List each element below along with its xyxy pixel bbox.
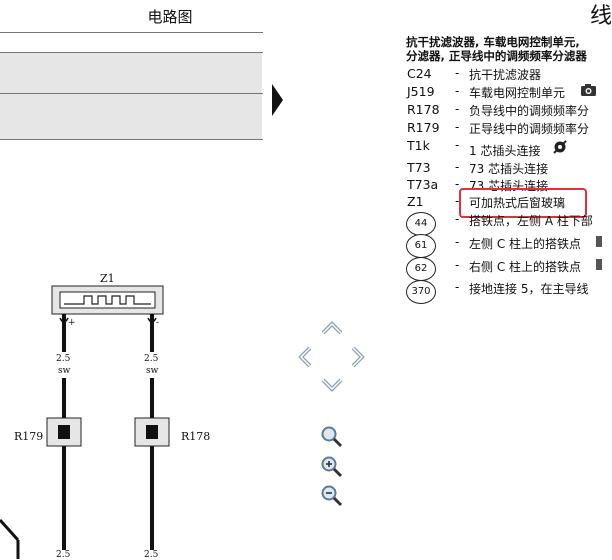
page-title: 电路图 xyxy=(147,8,193,26)
legend-heading-line1: 抗干扰滤波器, 车载电网控制单元, xyxy=(406,35,580,49)
legend-heading: 抗干扰滤波器, 车载电网控制单元, 分滤器, 正导线中的调频频率分滤器 xyxy=(406,35,602,63)
nav-right-icon[interactable] xyxy=(351,346,365,368)
z1-label: Z1 xyxy=(100,272,115,285)
ground-desc: 搭铁点，左侧 A 柱下部 xyxy=(469,214,593,228)
camera-icon[interactable] xyxy=(596,259,602,270)
ground-badge: 62 xyxy=(406,257,436,281)
legend-desc: 正导线中的调频频率分 xyxy=(469,122,590,136)
legend-desc-highlighted: 可加热式后窗玻璃 xyxy=(469,196,566,210)
divider-1 xyxy=(0,52,263,53)
legend-code: T1k xyxy=(407,138,430,153)
legend-code: J519 xyxy=(407,84,435,99)
legend-heading-line2: 分滤器, 正导线中的调频频率分滤器 xyxy=(406,49,587,63)
legend-desc: 1 芯插头连接 xyxy=(469,144,541,158)
legend-desc: 车载电网控制单元 xyxy=(469,86,566,100)
legend-code: T73a xyxy=(407,177,439,192)
legend-code: Z1 xyxy=(407,194,424,209)
camera-icon[interactable] xyxy=(596,236,602,247)
legend-code: C24 xyxy=(407,66,432,81)
ground-badge: 44 xyxy=(406,212,436,236)
legend-desc: 73 芯插头连接 xyxy=(469,162,549,176)
ground-badge: 370 xyxy=(406,280,436,304)
zoom-fit-icon[interactable] xyxy=(320,425,344,449)
ground-desc: 接地连接 5，在主导线 xyxy=(469,282,589,296)
nav-down-icon[interactable] xyxy=(321,378,343,392)
legend-code: R179 xyxy=(407,120,440,135)
r178-label: R178 xyxy=(181,430,211,443)
connector-icon[interactable] xyxy=(551,139,569,155)
legend-desc: 抗干扰滤波器 xyxy=(469,68,542,82)
legend-code: R178 xyxy=(407,102,440,117)
band-2 xyxy=(0,94,262,139)
wire-right-size: 2.5 xyxy=(144,354,159,364)
zoom-out-icon[interactable] xyxy=(320,484,344,508)
wire-left-color: sw xyxy=(58,366,71,376)
r179-label: R179 xyxy=(14,430,44,443)
wire-left-size: 2.5 xyxy=(56,354,71,364)
legend-code: T73 xyxy=(407,160,431,175)
divider-3 xyxy=(0,139,263,140)
ground-badge: 61 xyxy=(406,234,436,258)
ground-desc: 左侧 C 柱上的搭铁点 xyxy=(469,237,582,251)
nav-left-icon[interactable] xyxy=(298,346,312,368)
legend-desc: 负导线中的调频频率分 xyxy=(469,104,590,118)
zoom-in-icon[interactable] xyxy=(320,455,344,479)
divider-top xyxy=(0,32,263,33)
circuit-diagram xyxy=(0,285,170,559)
page-title-right: 线 xyxy=(590,4,612,29)
nav-up-icon[interactable] xyxy=(321,321,343,335)
highlight-box xyxy=(459,188,587,218)
heating-element-symbol xyxy=(64,295,151,305)
expand-arrow-icon[interactable] xyxy=(272,84,283,116)
wire-left-size-bottom: 2.5 xyxy=(56,550,71,560)
band-1 xyxy=(0,53,262,93)
pin-minus-label: - xyxy=(156,318,160,328)
camera-icon[interactable] xyxy=(580,83,598,97)
wire-right-size-bottom: 2.5 xyxy=(144,550,159,560)
wire-right-color: sw xyxy=(146,366,159,376)
pin-plus-label: + xyxy=(68,318,76,328)
divider-2 xyxy=(0,93,263,94)
ground-desc: 右侧 C 柱上的搭铁点 xyxy=(469,260,582,274)
